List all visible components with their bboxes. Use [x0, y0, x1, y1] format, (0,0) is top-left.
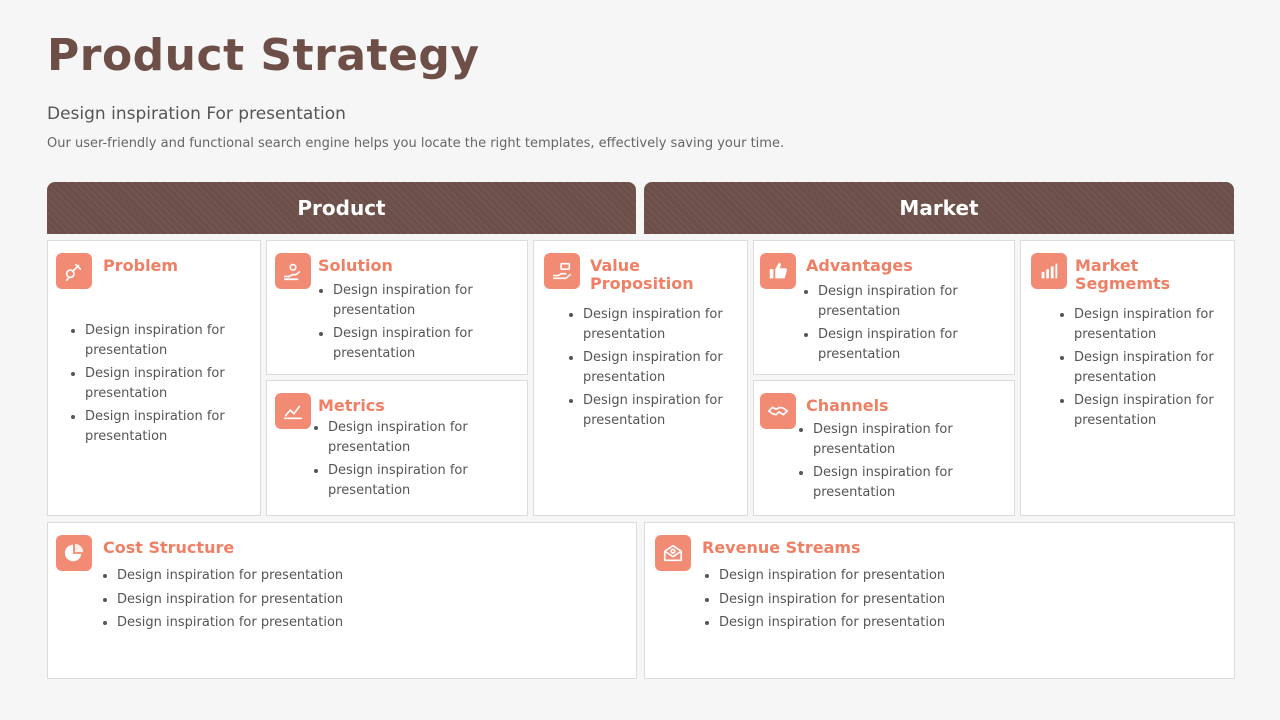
channels-title: Channels	[806, 396, 889, 415]
revenue-streams-card: Revenue Streams Design inspiration for p…	[644, 522, 1235, 679]
market-segments-card: Market Segmemts Design inspiration for p…	[1020, 240, 1235, 516]
list-item: Design inspiration for presentation	[117, 590, 597, 610]
product-section-header: Product	[47, 182, 636, 234]
list-item: Design inspiration for presentation	[583, 305, 753, 344]
market-section-header: Market	[644, 182, 1234, 234]
list-item: Design inspiration for presentation	[818, 325, 1003, 364]
list-item: Design inspiration for presentation	[719, 566, 1199, 586]
advantages-list: Design inspiration for presentation Desi…	[800, 282, 1003, 368]
channels-card: Channels Design inspiration for presenta…	[753, 380, 1015, 516]
chart-area-icon	[275, 393, 311, 429]
handshake-icon	[760, 393, 796, 429]
list-item: Design inspiration for presentation	[1074, 305, 1244, 344]
market-segments-title: Market Segmemts	[1075, 256, 1171, 293]
advantages-title: Advantages	[806, 256, 913, 275]
metrics-card: Metrics Design inspiration for presentat…	[266, 380, 528, 516]
list-item: Design inspiration for presentation	[719, 590, 1199, 610]
metrics-list: Design inspiration for presentation Desi…	[310, 418, 513, 504]
market-segments-list: Design inspiration for presentation Desi…	[1056, 305, 1244, 434]
list-item: Design inspiration for presentation	[818, 282, 1003, 321]
list-item: Design inspiration for presentation	[719, 613, 1199, 633]
list-item: Design inspiration for presentation	[813, 420, 998, 459]
problem-list: Design inspiration for presentation Desi…	[67, 321, 260, 450]
list-item: Design inspiration for presentation	[1074, 391, 1244, 430]
revenue-streams-list: Design inspiration for presentation Desi…	[701, 566, 1199, 637]
metrics-title: Metrics	[318, 396, 385, 415]
list-item: Design inspiration for presentation	[333, 324, 518, 363]
solution-card: Solution Design inspiration for presenta…	[266, 240, 528, 375]
list-item: Design inspiration for presentation	[117, 566, 597, 586]
hand-gear-icon	[275, 253, 311, 289]
bar-chart-icon	[1031, 253, 1067, 289]
solution-title: Solution	[318, 256, 393, 275]
cost-structure-list: Design inspiration for presentation Desi…	[99, 566, 597, 637]
cost-structure-card: Cost Structure Design inspiration for pr…	[47, 522, 637, 679]
solution-list: Design inspiration for presentation Desi…	[315, 281, 518, 367]
page-title: Product Strategy	[47, 30, 480, 81]
hand-money-icon	[544, 253, 580, 289]
list-item: Design inspiration for presentation	[85, 364, 260, 403]
problem-title: Problem	[103, 256, 179, 275]
satellite-icon	[56, 253, 92, 289]
problem-card: Problem Design inspiration for presentat…	[47, 240, 261, 516]
thumbs-up-icon	[760, 253, 796, 289]
page-description: Our user-friendly and functional search …	[47, 136, 785, 151]
list-item: Design inspiration for presentation	[583, 348, 753, 387]
list-item: Design inspiration for presentation	[328, 461, 513, 500]
pie-chart-icon	[56, 535, 92, 571]
list-item: Design inspiration for presentation	[328, 418, 513, 457]
channels-list: Design inspiration for presentation Desi…	[795, 420, 998, 506]
list-item: Design inspiration for presentation	[85, 321, 260, 360]
list-item: Design inspiration for presentation	[85, 407, 260, 446]
mail-money-icon	[655, 535, 691, 571]
list-item: Design inspiration for presentation	[117, 613, 597, 633]
list-item: Design inspiration for presentation	[813, 463, 998, 502]
page-subtitle: Design inspiration For presentation	[47, 104, 346, 124]
list-item: Design inspiration for presentation	[333, 281, 518, 320]
value-proposition-title: Value Proposition	[590, 256, 694, 293]
revenue-streams-title: Revenue Streams	[702, 538, 861, 557]
list-item: Design inspiration for presentation	[583, 391, 753, 430]
advantages-card: Advantages Design inspiration for presen…	[753, 240, 1015, 375]
cost-structure-title: Cost Structure	[103, 538, 235, 557]
value-proposition-list: Design inspiration for presentation Desi…	[565, 305, 753, 434]
value-proposition-card: Value Proposition Design inspiration for…	[533, 240, 748, 516]
list-item: Design inspiration for presentation	[1074, 348, 1244, 387]
